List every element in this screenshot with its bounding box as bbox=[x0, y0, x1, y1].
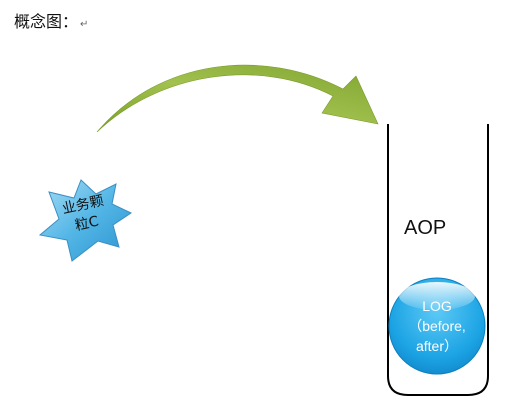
log-label-line1: LOG bbox=[422, 298, 452, 314]
log-circle bbox=[388, 277, 486, 375]
paragraph-mark-icon: ↵ bbox=[80, 19, 89, 30]
log-label-line3: after） bbox=[415, 338, 458, 354]
heading-text: 概念图： bbox=[14, 12, 79, 31]
log-label-line2: （before, bbox=[408, 318, 466, 334]
log-label: LOG （before, after） bbox=[392, 296, 482, 356]
circle-gloss bbox=[399, 282, 475, 310]
diagram-heading: 概念图：↵ bbox=[14, 8, 88, 32]
aop-label: AOP bbox=[404, 217, 447, 239]
aop-container bbox=[387, 124, 489, 396]
business-granule-star bbox=[38, 179, 133, 262]
curved-arrow bbox=[96, 64, 379, 133]
